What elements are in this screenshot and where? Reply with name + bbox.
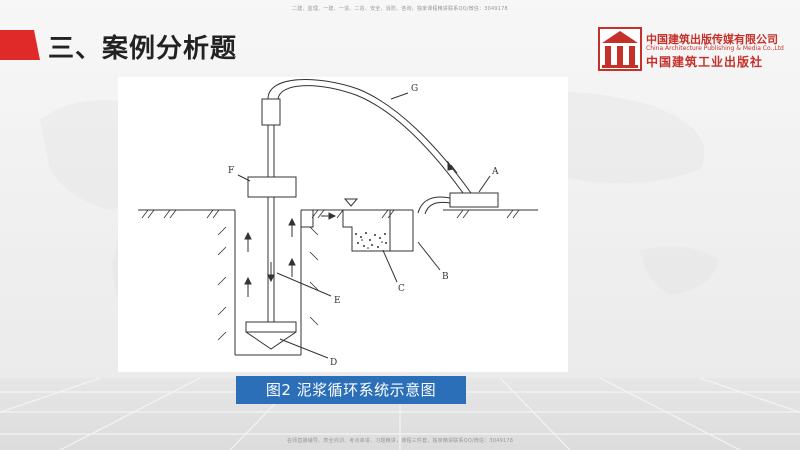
label-g: G [411, 84, 418, 94]
label-d: D [330, 358, 337, 368]
watermark-bottom: 名师直播辅导、表全内训、考点串讲、习题精讲，课程三件套，独家精讲联系QQ/微信：… [286, 438, 514, 444]
label-e: E [334, 296, 341, 306]
title-accent-bar [0, 30, 40, 60]
label-f: F [228, 166, 234, 176]
slide-title: 三、案例分析题 [48, 34, 238, 64]
label-a: A [491, 167, 499, 177]
publisher-name-en: China Architecture Publishing & Media Co… [646, 45, 784, 52]
figure-caption: 图2 泥浆循环系统示意图 [236, 376, 466, 404]
label-c: C [398, 284, 405, 294]
publisher-emblem-icon [598, 27, 642, 71]
publisher-logo: 中国建筑出版传媒有限公司 China Architecture Publishi… [598, 25, 798, 73]
publisher-name-cn: 中国建筑出版传媒有限公司 [646, 33, 778, 46]
mud-circulation-diagram: A B C D E F G [118, 77, 568, 372]
publisher-name-calligraphy: 中国建筑工业出版社 [646, 55, 764, 69]
watermark-top: 二建、监理、一建、一造、二造、安全、消防、咨询，独家课程精讲联系QQ/微信：30… [292, 6, 508, 12]
label-b: B [442, 272, 449, 282]
